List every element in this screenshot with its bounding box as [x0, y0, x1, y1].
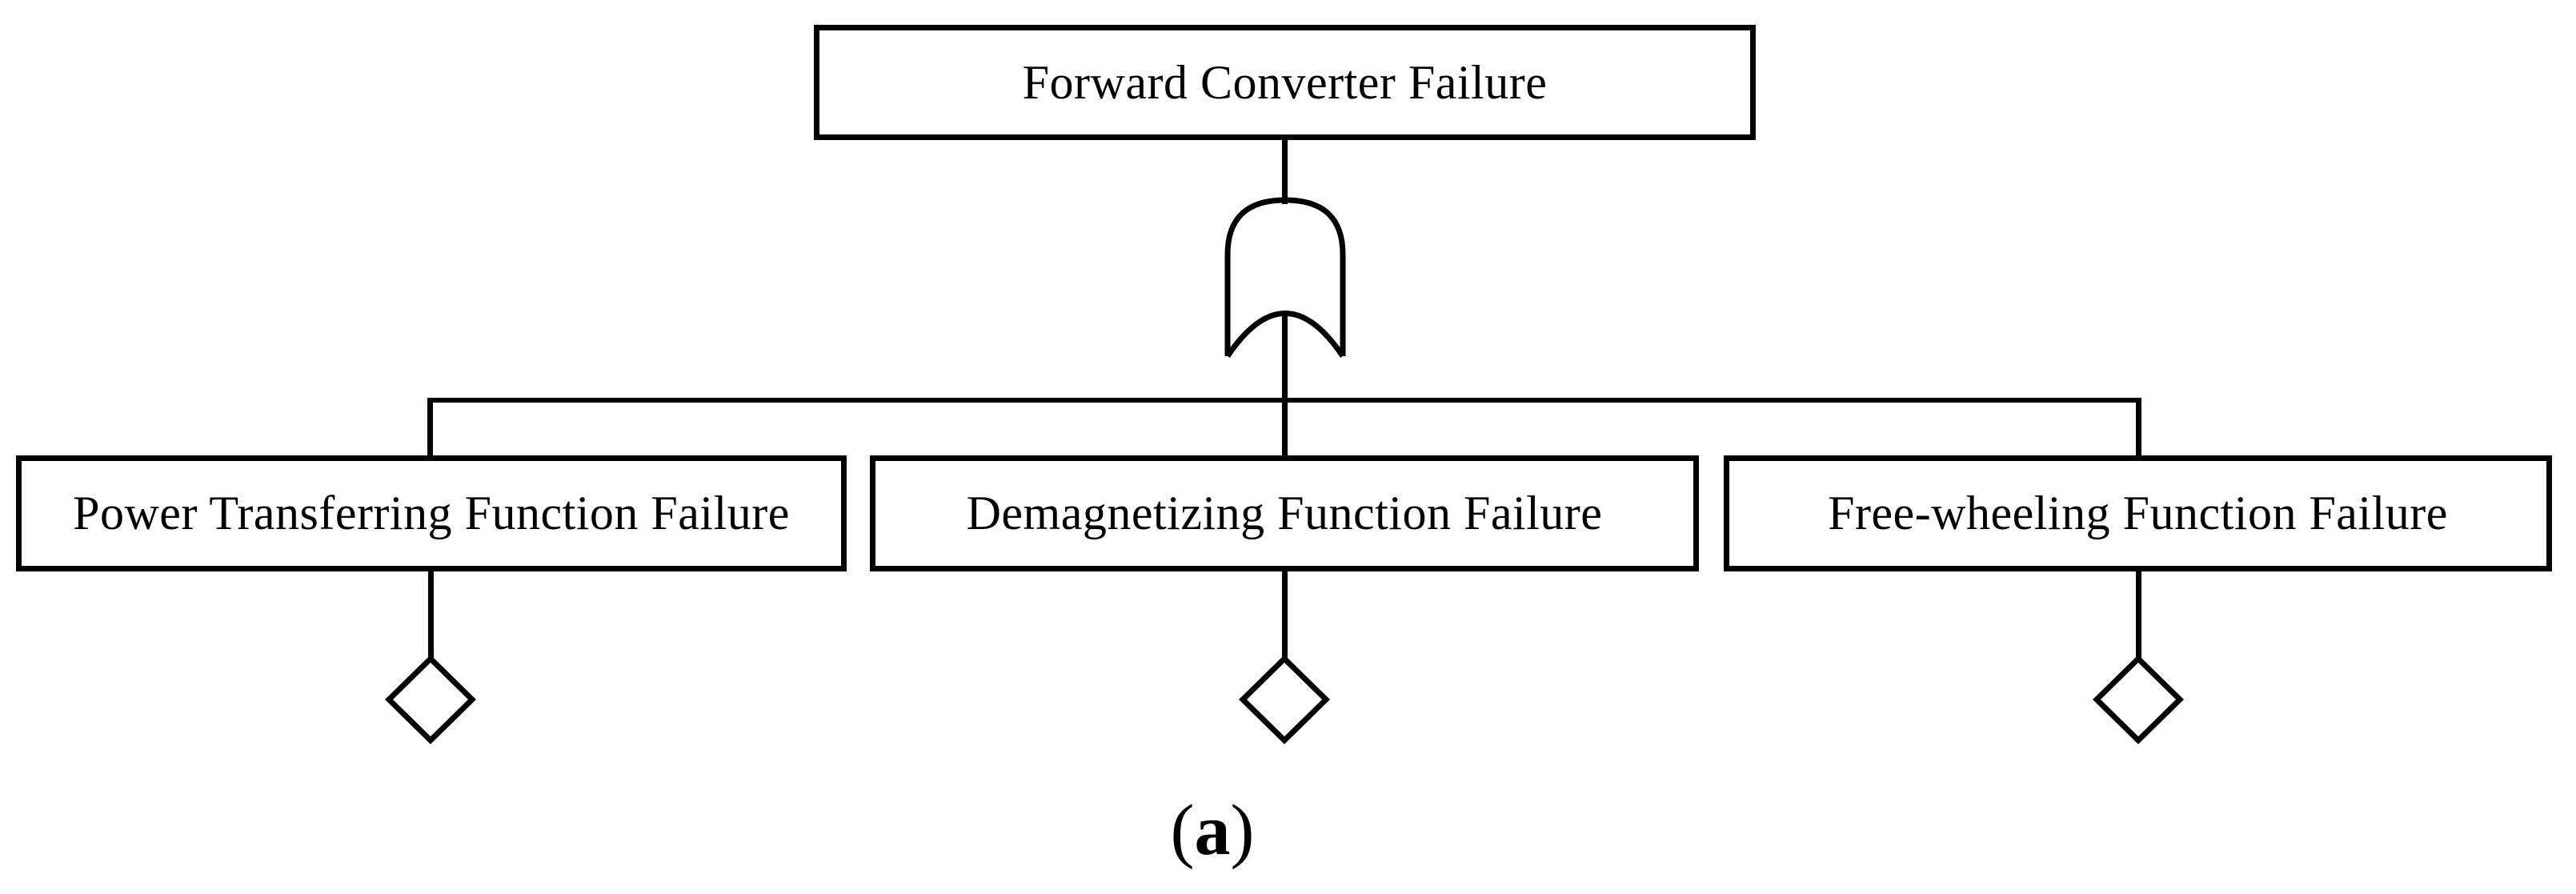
- caption-letter: a: [1194, 791, 1231, 870]
- figure-caption: (a): [1104, 791, 1320, 870]
- undeveloped-event-icon: [385, 655, 476, 744]
- node-child-free-wheeling: Free-wheeling Function Failure: [1724, 455, 2552, 571]
- undeveloped-event-icon: [2093, 655, 2184, 744]
- node-root-event: Forward Converter Failure: [814, 25, 1756, 140]
- node-label: Demagnetizing Function Failure: [966, 487, 1603, 539]
- node-child-power-transferring: Power Transferring Function Failure: [16, 455, 847, 571]
- node-label: Forward Converter Failure: [1022, 55, 1548, 109]
- node-child-demagnetizing: Demagnetizing Function Failure: [870, 455, 1699, 571]
- or-gate-icon: [1224, 197, 1346, 356]
- node-label: Free-wheeling Function Failure: [1828, 487, 2448, 539]
- caption-paren-close: ): [1230, 791, 1255, 870]
- node-label: Power Transferring Function Failure: [73, 487, 790, 539]
- caption-paren-open: (: [1170, 791, 1195, 870]
- undeveloped-event-icon: [1239, 655, 1330, 744]
